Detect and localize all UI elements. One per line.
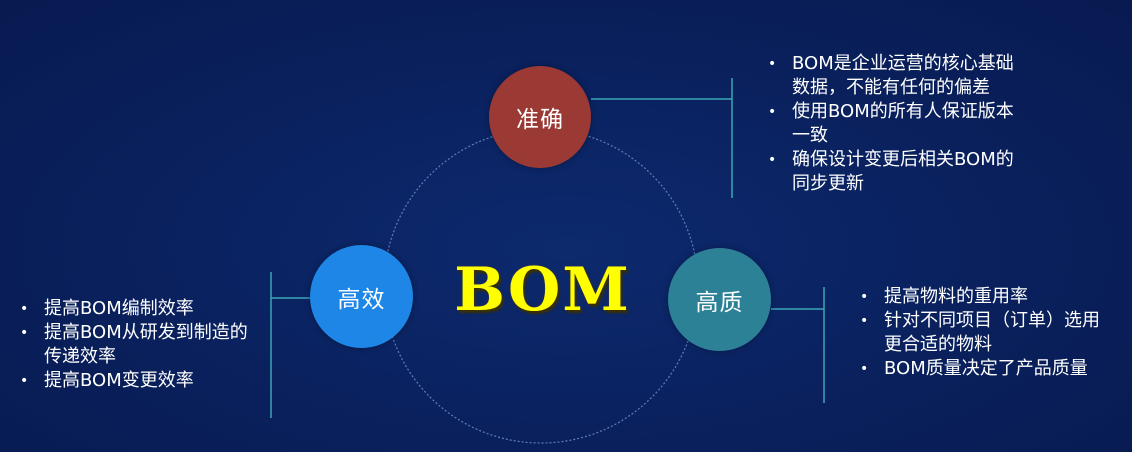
node-efficient-label: 高效 [337,286,386,313]
list-item: 提高BOM编制效率 [14,297,264,321]
list-item: 提高物料的重用率 [854,285,1109,309]
list-item: 提高BOM变更效率 [14,369,264,393]
list-item: 使用BOM的所有人保证版本一致 [762,100,1017,148]
list-item: 针对不同项目（订单）选用更合适的物料 [854,309,1109,357]
list-item: BOM质量决定了产品质量 [854,357,1109,381]
center-title: BOM [454,255,631,325]
list-item: 确保设计变更后相关BOM的同步更新 [762,148,1017,196]
list-accurate: BOM是企业运营的核心基础数据，不能有任何的偏差 使用BOM的所有人保证版本一致… [762,52,1017,196]
list-quality: 提高物料的重用率 针对不同项目（订单）选用更合适的物料 BOM质量决定了产品质量 [854,285,1109,381]
node-quality: 高质 [668,248,771,351]
node-efficient: 高效 [310,245,413,348]
node-accurate: 准确 [489,66,591,168]
node-quality-label: 高质 [695,289,744,316]
node-accurate-label: 准确 [516,107,564,133]
list-efficient: 提高BOM编制效率 提高BOM从研发到制造的传递效率 提高BOM变更效率 [14,297,264,393]
list-item: 提高BOM从研发到制造的传递效率 [14,321,264,369]
list-item: BOM是企业运营的核心基础数据，不能有任何的偏差 [762,52,1017,100]
